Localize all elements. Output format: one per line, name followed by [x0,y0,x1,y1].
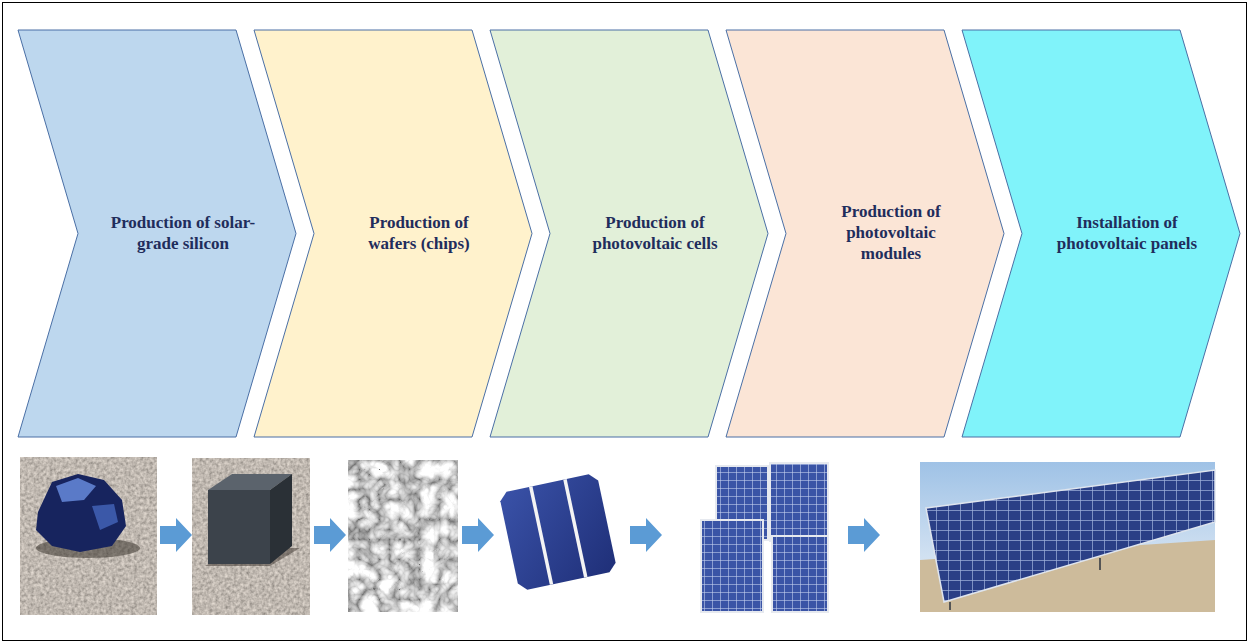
step-title: Installation of photovoltaic panels [1052,213,1202,254]
silicon-rock [36,474,126,552]
chevron-label: Installation of photovoltaic panels [1052,30,1202,437]
pv-module [772,536,828,612]
block-arrow [462,518,494,552]
process-chevron: Installation of photovoltaic panels [962,30,1240,437]
gravel-ground [20,457,157,615]
chevron-outline [490,30,768,437]
chevron-label: Production of photovoltaic modules [816,30,966,437]
chevron-label: Production of solar-grade silicon [108,30,258,437]
step-title: Production of solar-grade silicon [108,213,258,254]
chevron-outline [726,30,1004,437]
multicrystalline-wafer [348,460,458,612]
chevron-outline [962,30,1240,437]
block-arrow [314,518,346,552]
cube-front [208,490,270,564]
sky [920,462,1215,612]
gravel-ground [192,458,310,615]
pv-modules-photo [701,463,828,612]
panel-row [926,470,1215,602]
cell-busbar [529,486,553,585]
silicon-lump-photo [20,457,157,615]
process-chevron: Production of solar-grade silicon [18,30,296,437]
solar-cell-photo [499,473,618,592]
step-title: Production of wafers (chips) [344,213,494,254]
silicon-cube-photo [192,458,310,615]
frame-border [3,3,1247,641]
chevron-outline [18,30,296,437]
step-title: Production of photovoltaic modules [816,202,966,264]
process-chevron: Production of photovoltaic cells [490,30,768,437]
rock-highlight [92,504,118,530]
solar-cell [499,473,618,592]
pv-module [701,520,763,612]
pv-module [770,463,828,541]
cell-busbar [563,479,587,578]
chevron-label: Production of wafers (chips) [344,30,494,437]
rock-highlight [56,478,96,502]
block-arrow [848,518,880,552]
wafer-texture-photo [348,460,458,612]
process-chevron: Production of wafers (chips) [254,30,532,437]
chevron-label: Production of photovoltaic cells [580,30,730,437]
block-arrow [160,518,192,552]
panel-leg [949,602,951,610]
block-arrow [630,518,662,552]
panel-leg [1099,558,1101,570]
flow-arrows [160,518,880,552]
process-chevron: Production of photovoltaic modules [726,30,1004,437]
pv-field-photo [920,462,1215,612]
chevron-outline [254,30,532,437]
cube-side [270,474,292,564]
step-title: Production of photovoltaic cells [580,213,730,254]
